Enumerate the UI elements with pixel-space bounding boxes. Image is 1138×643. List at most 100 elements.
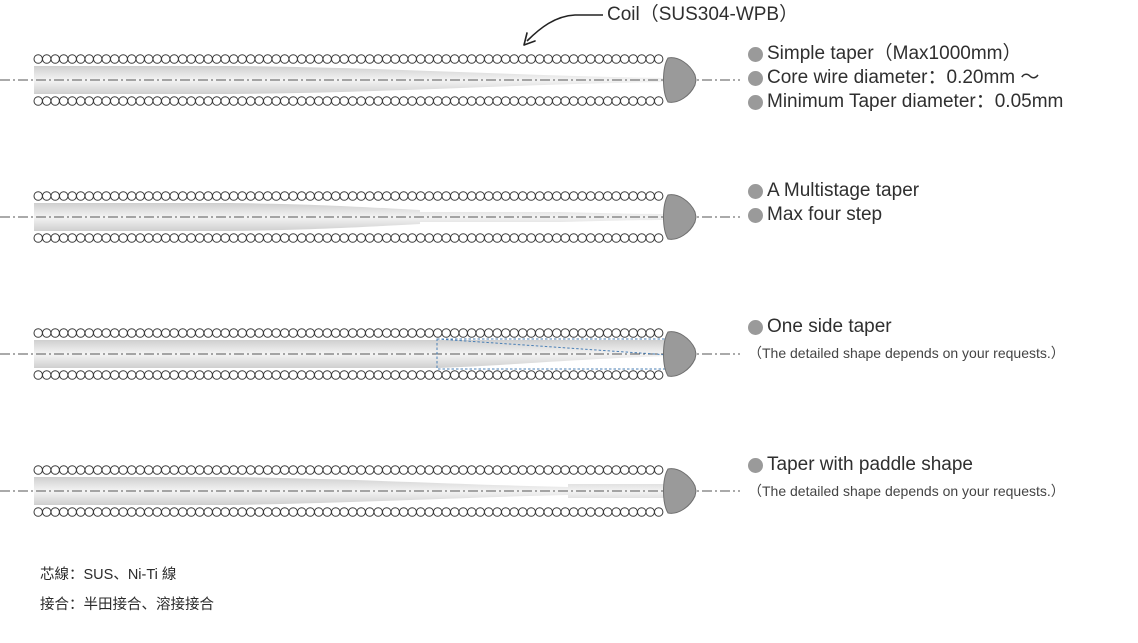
coil-loop	[543, 233, 553, 243]
coil-loop	[611, 465, 621, 475]
coil-loop	[543, 54, 553, 64]
wire-3-description: One side taper （The detailed shape depen…	[748, 315, 1065, 363]
wire-4-line-1: Taper with paddle shape	[748, 453, 1065, 477]
coil-loop	[50, 370, 60, 380]
coil-loop	[416, 233, 426, 243]
coil-loop	[424, 328, 434, 338]
coil-loop	[594, 233, 604, 243]
coil-loop	[331, 328, 341, 338]
coil-loop	[178, 465, 188, 475]
bullet-icon	[748, 207, 763, 223]
wire-1-line-3-text: Minimum Taper diameter：0.05mm	[767, 91, 1064, 112]
coil-loop	[356, 54, 366, 64]
coil-loop	[305, 507, 315, 517]
coil-loop	[620, 233, 630, 243]
coil-loop	[611, 507, 621, 517]
coil-loop	[322, 191, 332, 201]
coil-loop	[611, 96, 621, 106]
coil-loop	[254, 54, 264, 64]
coil-loop	[42, 191, 52, 201]
coil-loop	[586, 370, 596, 380]
coil-loop	[628, 507, 638, 517]
coil-loop	[50, 191, 60, 201]
coil-loop	[229, 507, 239, 517]
coil-loop	[186, 465, 196, 475]
coil-loop	[297, 370, 307, 380]
coil-loop	[110, 96, 120, 106]
coil-loop	[212, 370, 222, 380]
coil-loop	[33, 233, 43, 243]
coil-loop	[603, 96, 613, 106]
coil-loop	[407, 328, 417, 338]
coil-loop	[535, 54, 545, 64]
coil-loop	[526, 328, 536, 338]
coil-loop	[484, 370, 494, 380]
coil-loop	[67, 370, 77, 380]
coil-loop	[212, 465, 222, 475]
coil-loop	[433, 507, 443, 517]
coil-loop	[144, 96, 154, 106]
coil-loop	[314, 233, 324, 243]
coil-loop	[484, 233, 494, 243]
coil-loop	[458, 370, 468, 380]
bullet-icon	[748, 70, 763, 86]
coil-loop	[93, 465, 103, 475]
coil-loop	[288, 507, 298, 517]
coil-loop	[271, 233, 281, 243]
coil-loop	[433, 328, 443, 338]
coil-loop	[246, 233, 256, 243]
coil-loop	[645, 96, 655, 106]
wire-3-line-1-text: One side taper	[767, 316, 892, 337]
coil-loop	[441, 96, 451, 106]
coil-loop	[212, 96, 222, 106]
coil-loop	[297, 233, 307, 243]
coil-loop	[220, 370, 230, 380]
wire-1-line-3: Minimum Taper diameter：0.05mm	[748, 90, 1063, 114]
coil-loop	[484, 507, 494, 517]
coil-loop	[365, 96, 375, 106]
coil-loop	[509, 507, 519, 517]
coil-loop	[237, 233, 247, 243]
coil-top-row	[33, 191, 664, 201]
coil-loop	[356, 191, 366, 201]
coil-loop	[458, 328, 468, 338]
coil-loop	[280, 370, 290, 380]
coil-loop	[339, 233, 349, 243]
coil-loop	[509, 191, 519, 201]
coil-loop	[382, 96, 392, 106]
coil-loop	[271, 465, 281, 475]
coil-loop	[492, 96, 502, 106]
coil-loop	[178, 233, 188, 243]
coil-loop	[67, 465, 77, 475]
coil-loop	[603, 233, 613, 243]
coil-loop	[161, 507, 171, 517]
coil-loop	[424, 191, 434, 201]
coil-loop	[254, 233, 264, 243]
coil-loop	[611, 328, 621, 338]
coil-top-row	[33, 328, 664, 338]
coil-loop	[246, 370, 256, 380]
coil-loop	[620, 328, 630, 338]
coil-loop	[314, 465, 324, 475]
coil-loop	[569, 328, 579, 338]
coil-loop	[390, 96, 400, 106]
coil-loop	[441, 507, 451, 517]
wire-1-line-2: Core wire diameter：0.20mm ～	[748, 66, 1063, 90]
coil-loop	[93, 54, 103, 64]
wire-2	[0, 191, 740, 243]
coil-loop	[645, 507, 655, 517]
wire-2-description: A Multistage taper Max four step	[748, 179, 919, 227]
coil-loop	[501, 54, 511, 64]
coil-loop	[203, 370, 213, 380]
coil-loop	[518, 507, 528, 517]
coil-loop	[101, 370, 111, 380]
coil-loop	[603, 370, 613, 380]
coil-loop	[144, 328, 154, 338]
coil-loop	[560, 233, 570, 243]
coil-loop	[620, 465, 630, 475]
coil-loop	[84, 465, 94, 475]
coil-loop	[161, 54, 171, 64]
coil-loop	[42, 328, 52, 338]
coil-loop	[203, 465, 213, 475]
coil-loop	[93, 328, 103, 338]
